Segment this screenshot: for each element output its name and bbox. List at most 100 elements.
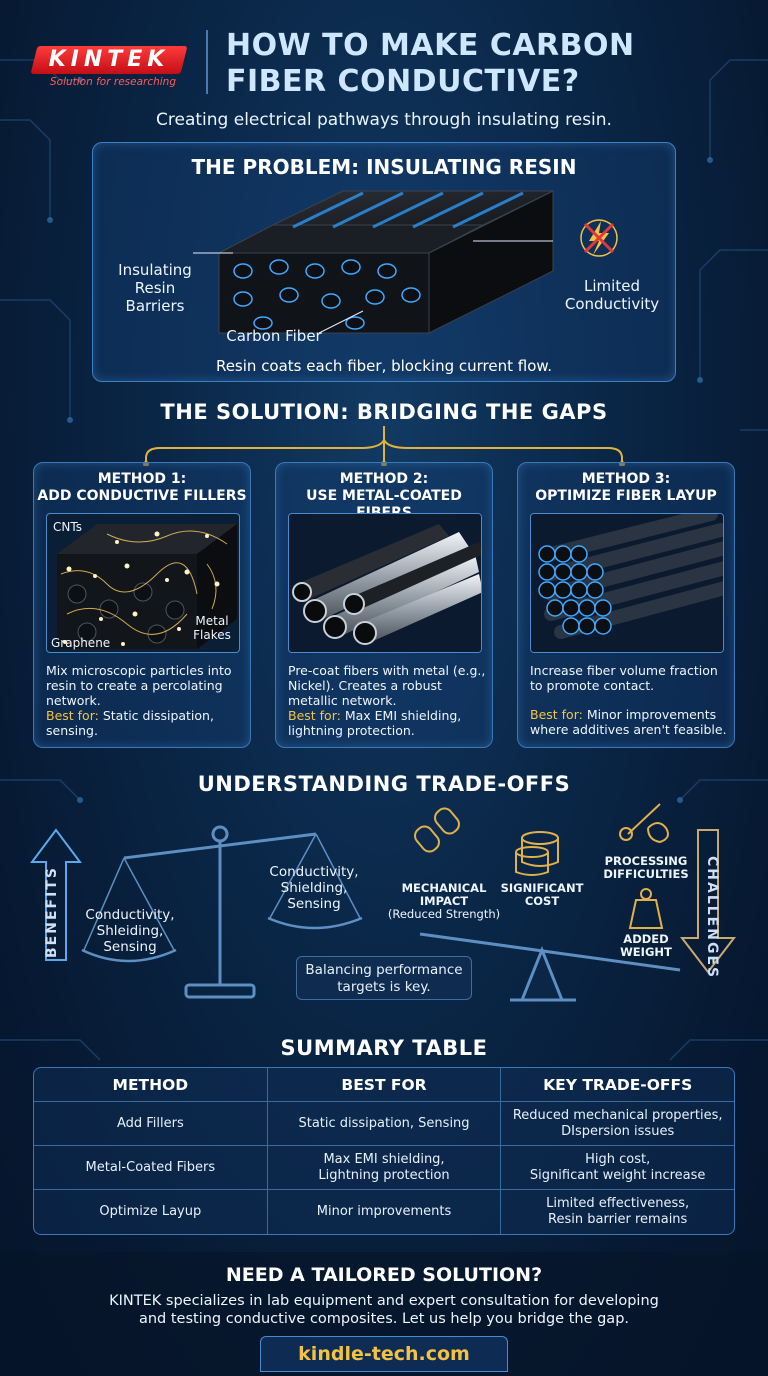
metal-flakes-line-1: Metal [195,614,229,628]
graphene-label: Graphene [51,636,111,650]
method-1-best-value: Static dissipation, sensing. [46,708,214,738]
coins-icon [515,831,559,876]
cell-line-1: Limited effectiveness, [546,1196,690,1211]
method-2-card[interactable]: METHOD 2: USE METAL-COATED FIBERS [275,462,493,748]
header: KINTEK Solution for researching HOW TO M… [0,0,768,150]
logo-tagline: Solution for researching [49,76,176,88]
insulating-resin-barriers-label: Insulating Resin Barriers [103,261,207,315]
method-3-description: Increase fiber volume fraction to promot… [530,663,728,737]
benefits-arrow [30,828,82,961]
method-2-number: METHOD 2: [339,471,429,487]
method-1-number: METHOD 1: [97,471,187,487]
metal-coated-fibers-image [288,513,482,653]
benefits-label: BENEFITS [44,866,60,958]
table-header-row: METHOD BEST FOR KEY TRADE-OFFS [34,1068,734,1102]
limited-conductivity-label: Limited Conductivity [557,277,667,313]
cell-line-1: Max EMI shielding, [323,1151,445,1167]
solution-connectors [143,426,625,466]
left-pan-line-3: Sensing [103,939,157,955]
table-row: Add Fillers Static dissipation, Sensing … [34,1102,734,1146]
logo-text: KINTEK [48,47,170,72]
method-3-desc-text: Increase fiber volume fraction to promot… [530,663,718,693]
right-pan-line-1: Conductivity, [269,864,359,880]
method-2-desc-text: Pre-coat fibers with metal (e.g., Nickel… [288,663,486,708]
method-2-best-label: Best for: [288,708,341,723]
table-cell: Metal-Coated Fibers [34,1146,268,1189]
balance-scale-icon [81,825,363,999]
metal-flakes-label: Metal Flakes [187,614,237,642]
method-1-name: ADD CONDUCTIVE FILLERS [37,488,247,504]
cta-body-line-1: KINTEK specializes in lab equipment and … [109,1293,659,1309]
right-pan-label: Conductivity, Shielding, Sensing [264,864,364,912]
method-3-title: METHOD 3: OPTIMIZE FIBER LAYUP [518,471,734,505]
footer-cta: NEED A TAILORED SOLUTION? KINTEK special… [0,1252,768,1376]
table-row: Metal-Coated Fibers Max EMI shielding,Li… [34,1146,734,1190]
problem-panel: THE PROBLEM: INSULATING RESIN [92,142,676,382]
table-cell: Max EMI shielding,Lightning protection [268,1146,502,1189]
kintek-logo[interactable]: KINTEK Solution for researching [28,46,188,92]
mech-line-1: MECHANICAL [401,881,487,895]
table-cell: Add Fillers [34,1102,268,1145]
barriers-label-line-2: Resin Barriers [125,279,185,315]
method-1-description: Mix microscopic particles into resin to … [46,663,244,738]
mech-line-2: IMPACT [419,894,469,908]
barriers-label-line-1: Insulating [118,261,192,279]
proc-line-2: DIFFICULTIES [603,867,689,881]
title-line-1: HOW TO MAKE CARBON [226,28,635,63]
broken-chain-icon [414,807,460,853]
summary-table: METHOD BEST FOR KEY TRADE-OFFS Add Fille… [33,1067,735,1235]
processing-difficulties-label: PROCESSING DIFFICULTIES [594,855,698,881]
method-2-best-value: Max EMI shielding, lightning protection. [288,708,462,738]
seesaw-icon [419,932,681,1002]
lightning-cross-icon [580,219,618,257]
composite-block-illustration [193,190,618,334]
right-pan-line-2: Shielding, [280,880,348,896]
method-3-number: METHOD 3: [581,471,671,487]
table-cell: Reduced mechanical properties,DIspersion… [501,1102,734,1145]
table-cell: Static dissipation, Sensing [268,1102,502,1145]
method-2-description: Pre-coat fibers with metal (e.g., Nickel… [288,663,486,738]
problem-title: THE PROBLEM: INSULATING RESIN [191,155,577,179]
left-pan-label: Conductivity, Shleiding, Sensing [80,907,180,955]
limited-label-line-2: Conductivity [564,295,660,313]
tradeoffs-title: UNDERSTANDING TRADE-OFFS [197,772,571,796]
balance-line-2: targets is key. [337,979,431,995]
method-1-desc-text: Mix microscopic particles into resin to … [46,663,232,708]
weight-icon [628,888,664,929]
cell-line-2: DIspersion issues [561,1123,675,1139]
table-cell: High cost,Significant weight increase [501,1146,734,1189]
tradeoff-illustration [30,803,737,1002]
solution-title: THE SOLUTION: BRIDGING THE GAPS [160,400,608,424]
cta-body-line-2: and testing conductive composites. Let u… [138,1311,630,1327]
page-subtitle: Creating electrical pathways through ins… [156,110,612,130]
summary-title: SUMMARY TABLE [280,1036,488,1060]
method-3-best-label: Best for: [530,707,583,722]
table-cell: Limited effectiveness,Resin barrier rema… [501,1190,734,1234]
right-pan-line-3: Sensing [287,896,341,912]
method-1-title: METHOD 1: ADD CONDUCTIVE FILLERS [34,471,250,505]
conductive-fillers-image: CNTs Graphene Metal Flakes [46,513,240,653]
method-3-card[interactable]: METHOD 3: OPTIMIZE FIBER LAYUP Increase … [517,462,735,748]
left-pan-line-1: Conductivity, [85,907,175,923]
method-3-best-value: Minor improvements where additives aren'… [530,707,727,737]
cell-line-2: Resin barrier remains [548,1212,688,1227]
proc-line-1: PROCESSING [604,854,688,868]
method-1-card[interactable]: METHOD 1: ADD CONDUCTIVE FILLERS [33,462,251,748]
carbon-fiber-label: Carbon Fiber [226,327,322,345]
method-1-best-label: Best for: [46,708,99,723]
title-line-2: FIBER CONDUCTIVE? [226,64,580,99]
cta-body: KINTEK specializes in lab equipment and … [60,1292,708,1328]
header-method: METHOD [34,1068,268,1101]
header-divider [206,30,208,94]
significant-cost-label: SIGNIFICANT COST [494,882,590,908]
cost-line-2: COST [524,894,560,908]
problem-caption: Resin coats each fiber, blocking current… [215,357,553,375]
challenges-arrow [679,829,737,974]
website-link[interactable]: kindle-tech.com [260,1336,508,1372]
cell-line-2: Significant weight increase [529,1167,706,1183]
weight-line-2: WEIGHT [620,945,672,959]
cta-title: NEED A TAILORED SOLUTION? [225,1264,543,1286]
mech-line-3: (Reduced Strength) [387,907,501,921]
cost-line-1: SIGNIFICANT [500,881,584,895]
weight-line-1: ADDED [623,932,669,946]
